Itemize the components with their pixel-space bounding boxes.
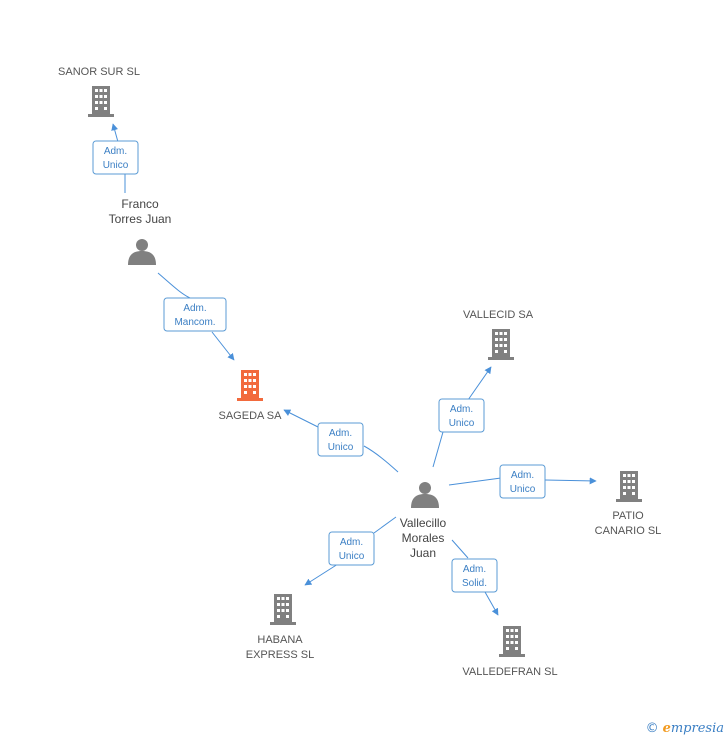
node-habana-express[interactable]: HABANA EXPRESS SL <box>246 594 314 661</box>
building-icon <box>88 86 114 117</box>
edge-label-vallecillo-sageda: Adm. Unico <box>317 422 364 457</box>
svg-text:Adm.: Adm. <box>340 537 363 548</box>
edge-label-franco-sageda: Adm. Mancom. <box>163 297 227 332</box>
copyright-symbol: © <box>645 721 659 736</box>
node-label-patio-line2: CANARIO SL <box>595 525 662 537</box>
svg-text:Adm.: Adm. <box>329 428 352 439</box>
edge-line-vallecillo-vallecid <box>432 367 491 468</box>
node-label-sageda: SAGEDA SA <box>219 410 283 422</box>
person-icon <box>411 482 439 508</box>
node-valledefran[interactable]: VALLEDEFRAN SL <box>462 626 558 678</box>
edge-line-vallecillo-sageda <box>284 410 399 473</box>
edge-line-franco-sanor <box>113 124 126 193</box>
svg-text:Adm.: Adm. <box>450 404 473 415</box>
svg-text:Mancom.: Mancom. <box>174 317 215 328</box>
node-label-vallecillo-line3: Juan <box>410 546 436 560</box>
node-label-sanor-sur: SANOR SUR SL <box>58 66 140 78</box>
svg-text:Adm.: Adm. <box>104 146 127 157</box>
building-icon <box>499 626 525 657</box>
node-label-vallecid: VALLECID SA <box>463 309 534 321</box>
node-sanor-sur[interactable]: SANOR SUR SL <box>58 66 140 117</box>
building-icon <box>237 370 263 401</box>
edge-label-vallecillo-habana: Adm. Unico <box>328 531 375 566</box>
svg-text:Unico: Unico <box>103 160 129 171</box>
node-label-habana-line2: EXPRESS SL <box>246 649 314 661</box>
edge-label-vallecillo-patio: Adm. Unico <box>499 464 546 499</box>
node-label-vallecillo-line2: Morales <box>402 531 445 545</box>
svg-text:Unico: Unico <box>510 484 536 495</box>
building-icon <box>270 594 296 625</box>
node-label-franco-line2: Torres Juan <box>109 212 172 226</box>
svg-text:Unico: Unico <box>339 551 365 562</box>
brand-logo-initial: e <box>662 721 671 736</box>
edge-line-vallecillo-patio <box>448 478 596 485</box>
node-sageda[interactable]: SAGEDA SA <box>219 370 283 422</box>
node-label-patio-line1: PATIO <box>612 510 644 522</box>
edge-line-franco-sageda <box>157 272 234 360</box>
edge-label-franco-sanor: Adm. Unico <box>92 140 139 175</box>
node-label-valledefran: VALLEDEFRAN SL <box>462 666 557 678</box>
footer-brand[interactable]: ©empresia <box>646 721 724 736</box>
svg-text:Adm.: Adm. <box>463 564 486 575</box>
brand-logo-text: mpresia <box>670 721 724 736</box>
node-vallecillo-morales-juan[interactable]: Vallecillo Morales Juan <box>400 482 447 560</box>
node-label-franco-line1: Franco <box>121 197 159 211</box>
node-vallecid[interactable]: VALLECID SA <box>463 309 534 360</box>
edge-line-vallecillo-valledefran <box>451 539 498 615</box>
building-icon <box>488 329 514 360</box>
node-franco-torres-juan[interactable]: Franco Torres Juan <box>109 197 172 265</box>
node-label-vallecillo-line1: Vallecillo <box>400 516 447 530</box>
edge-line-vallecillo-habana <box>305 516 397 585</box>
node-patio-canario[interactable]: PATIO CANARIO SL <box>595 471 662 537</box>
svg-text:Adm.: Adm. <box>183 303 206 314</box>
person-icon <box>128 239 156 265</box>
edge-label-vallecillo-valledefran: Adm. Solid. <box>451 558 498 593</box>
svg-text:Solid.: Solid. <box>462 578 487 589</box>
svg-text:Adm.: Adm. <box>511 470 534 481</box>
edge-label-vallecillo-vallecid: Adm. Unico <box>438 398 485 433</box>
building-icon <box>616 471 642 502</box>
svg-text:Unico: Unico <box>328 442 354 453</box>
node-label-habana-line1: HABANA <box>257 634 303 646</box>
svg-text:Unico: Unico <box>449 418 475 429</box>
